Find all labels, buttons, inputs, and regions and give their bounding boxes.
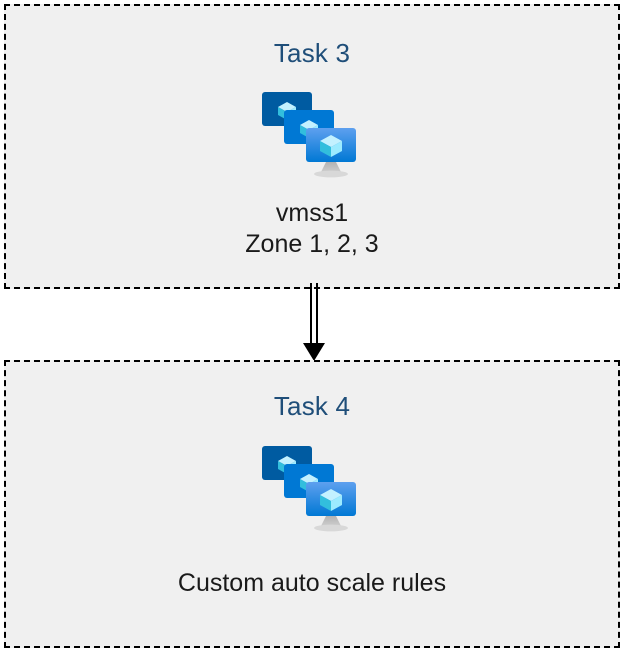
task-node-task-3[interactable]: Task 3 [4,4,620,289]
task-node-task-4[interactable]: Task 4 [4,360,620,648]
task-3-caption-line-2: Zone 1, 2, 3 [245,230,379,258]
task-4-caption: Custom auto scale rules [178,568,446,599]
task-3-title: Task 3 [273,38,351,68]
task-3-caption: vmss1 Zone 1, 2, 3 [245,198,378,260]
connector-arrow-task3-to-task4 [296,283,332,363]
azure-vm-scale-set-icon [258,86,366,182]
azure-vm-scale-set-icon [258,440,366,536]
task-4-caption-line-1: Custom auto scale rules [177,569,447,597]
task-4-title: Task 4 [273,391,351,421]
task-3-caption-line-1: vmss1 [275,199,349,227]
